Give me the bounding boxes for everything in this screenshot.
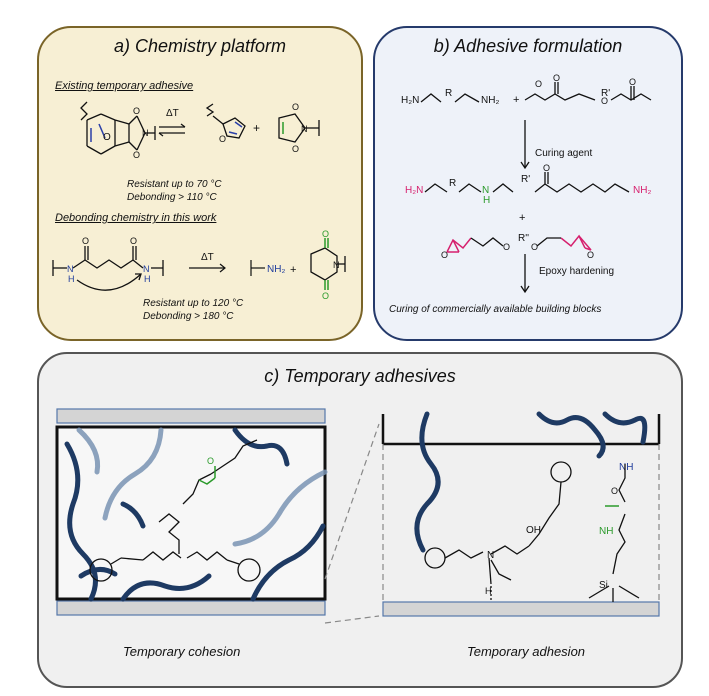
delta-t-label-2: ΔT (201, 252, 214, 263)
panel-a-title: a) Chemistry platform (113, 36, 287, 56)
amine-label: NH₂ (267, 264, 286, 275)
panel-b-title: b) Adhesive formulation (433, 36, 623, 56)
svg-text:H: H (68, 274, 75, 284)
diamine-left-label: H₂N (401, 95, 420, 106)
product-rprime-label: R' (521, 174, 531, 185)
panel-b-caption: Curing of commercially available buildin… (389, 304, 602, 315)
product-nh2-label: NH₂ (633, 185, 652, 196)
svg-text:O: O (219, 134, 226, 144)
svg-text:O: O (629, 77, 636, 87)
adhesion-nh-green-label: NH (599, 526, 614, 537)
svg-text:O: O (322, 291, 329, 301)
plus-sign-b2: + (519, 212, 526, 224)
diamine-right-label: NH₂ (481, 95, 500, 106)
svg-text:O: O (133, 106, 140, 116)
svg-text:O: O (207, 456, 214, 466)
svg-text:O: O (543, 163, 550, 173)
epoxy-hardening-label: Epoxy hardening (539, 266, 615, 277)
adhesion-label: Temporary adhesion (467, 644, 586, 659)
svg-text:O: O (133, 150, 140, 160)
delta-t-label-1: ΔT (166, 108, 179, 119)
svg-text:N: N (333, 260, 340, 270)
svg-text:O: O (322, 229, 329, 239)
plus-sign-a: + (290, 264, 297, 276)
plus-sign-b1: + (513, 94, 520, 106)
svg-text:N: N (142, 128, 149, 138)
adhesion-si-label: Si (599, 580, 608, 591)
panel-c-title: c) Temporary adhesives (264, 366, 456, 386)
svg-text:O: O (503, 242, 510, 252)
ester-rprime-label: R' (601, 88, 611, 99)
svg-text:O: O (553, 73, 560, 83)
existing-adhesive-heading: Existing temporary adhesive (55, 80, 194, 92)
panel-temporary-adhesives: c) Temporary adhesives Temporary cohesio… (37, 352, 683, 688)
diamine-r-label: R (445, 88, 453, 99)
svg-text:O: O (601, 96, 608, 106)
svg-text:O: O (130, 236, 137, 246)
svg-text:O: O (441, 250, 448, 260)
resistant-temp-1: Resistant up to 70 °C (127, 179, 222, 190)
panel-adhesive-formulation: b) Adhesive formulation H₂N R NH₂ + R' C… (373, 26, 683, 341)
svg-text:O: O (292, 102, 299, 112)
adhesion-oh-label: OH (526, 525, 541, 536)
resistant-temp-2: Resistant up to 120 °C (143, 298, 244, 309)
svg-text:H: H (144, 274, 151, 284)
debonding-temp-1: Debonding > 110 °C (127, 192, 217, 203)
svg-text:N: N (301, 124, 308, 134)
product-h2n-label: H₂N (405, 185, 424, 196)
panel-a-structures: O O O N O + O O (52, 101, 346, 301)
product-nh-h-label: H (483, 195, 491, 206)
svg-text:O: O (103, 132, 111, 143)
panel-c-illustration: H O O (55, 408, 661, 624)
panel-chemistry-platform: a) Chemistry platform Existing temporary… (37, 26, 363, 341)
new-chemistry-heading: Debonding chemistry in this work (55, 212, 217, 224)
epoxy-r-label: R'' (518, 233, 530, 244)
svg-text:N: N (143, 264, 150, 274)
svg-text:+: + (253, 121, 260, 135)
curing-agent-label: Curing agent (535, 148, 593, 159)
svg-text:O: O (611, 486, 618, 496)
product-r-label: R (449, 178, 457, 189)
svg-text:O: O (82, 236, 89, 246)
adhesion-nh-top-label: NH (619, 462, 634, 473)
product-nh-n-label: N (482, 185, 490, 196)
adhesion-n-label: N (487, 550, 495, 561)
debonding-temp-2: Debonding > 180 °C (143, 311, 234, 322)
svg-text:O: O (531, 242, 538, 252)
svg-text:O: O (292, 144, 299, 154)
svg-text:O: O (535, 79, 542, 89)
svg-text:H: H (485, 586, 492, 596)
svg-text:O: O (587, 250, 594, 260)
panel-b-structures: O O O O O O O O O (420, 73, 652, 294)
svg-text:N: N (67, 264, 74, 274)
cohesion-label: Temporary cohesion (123, 644, 241, 659)
